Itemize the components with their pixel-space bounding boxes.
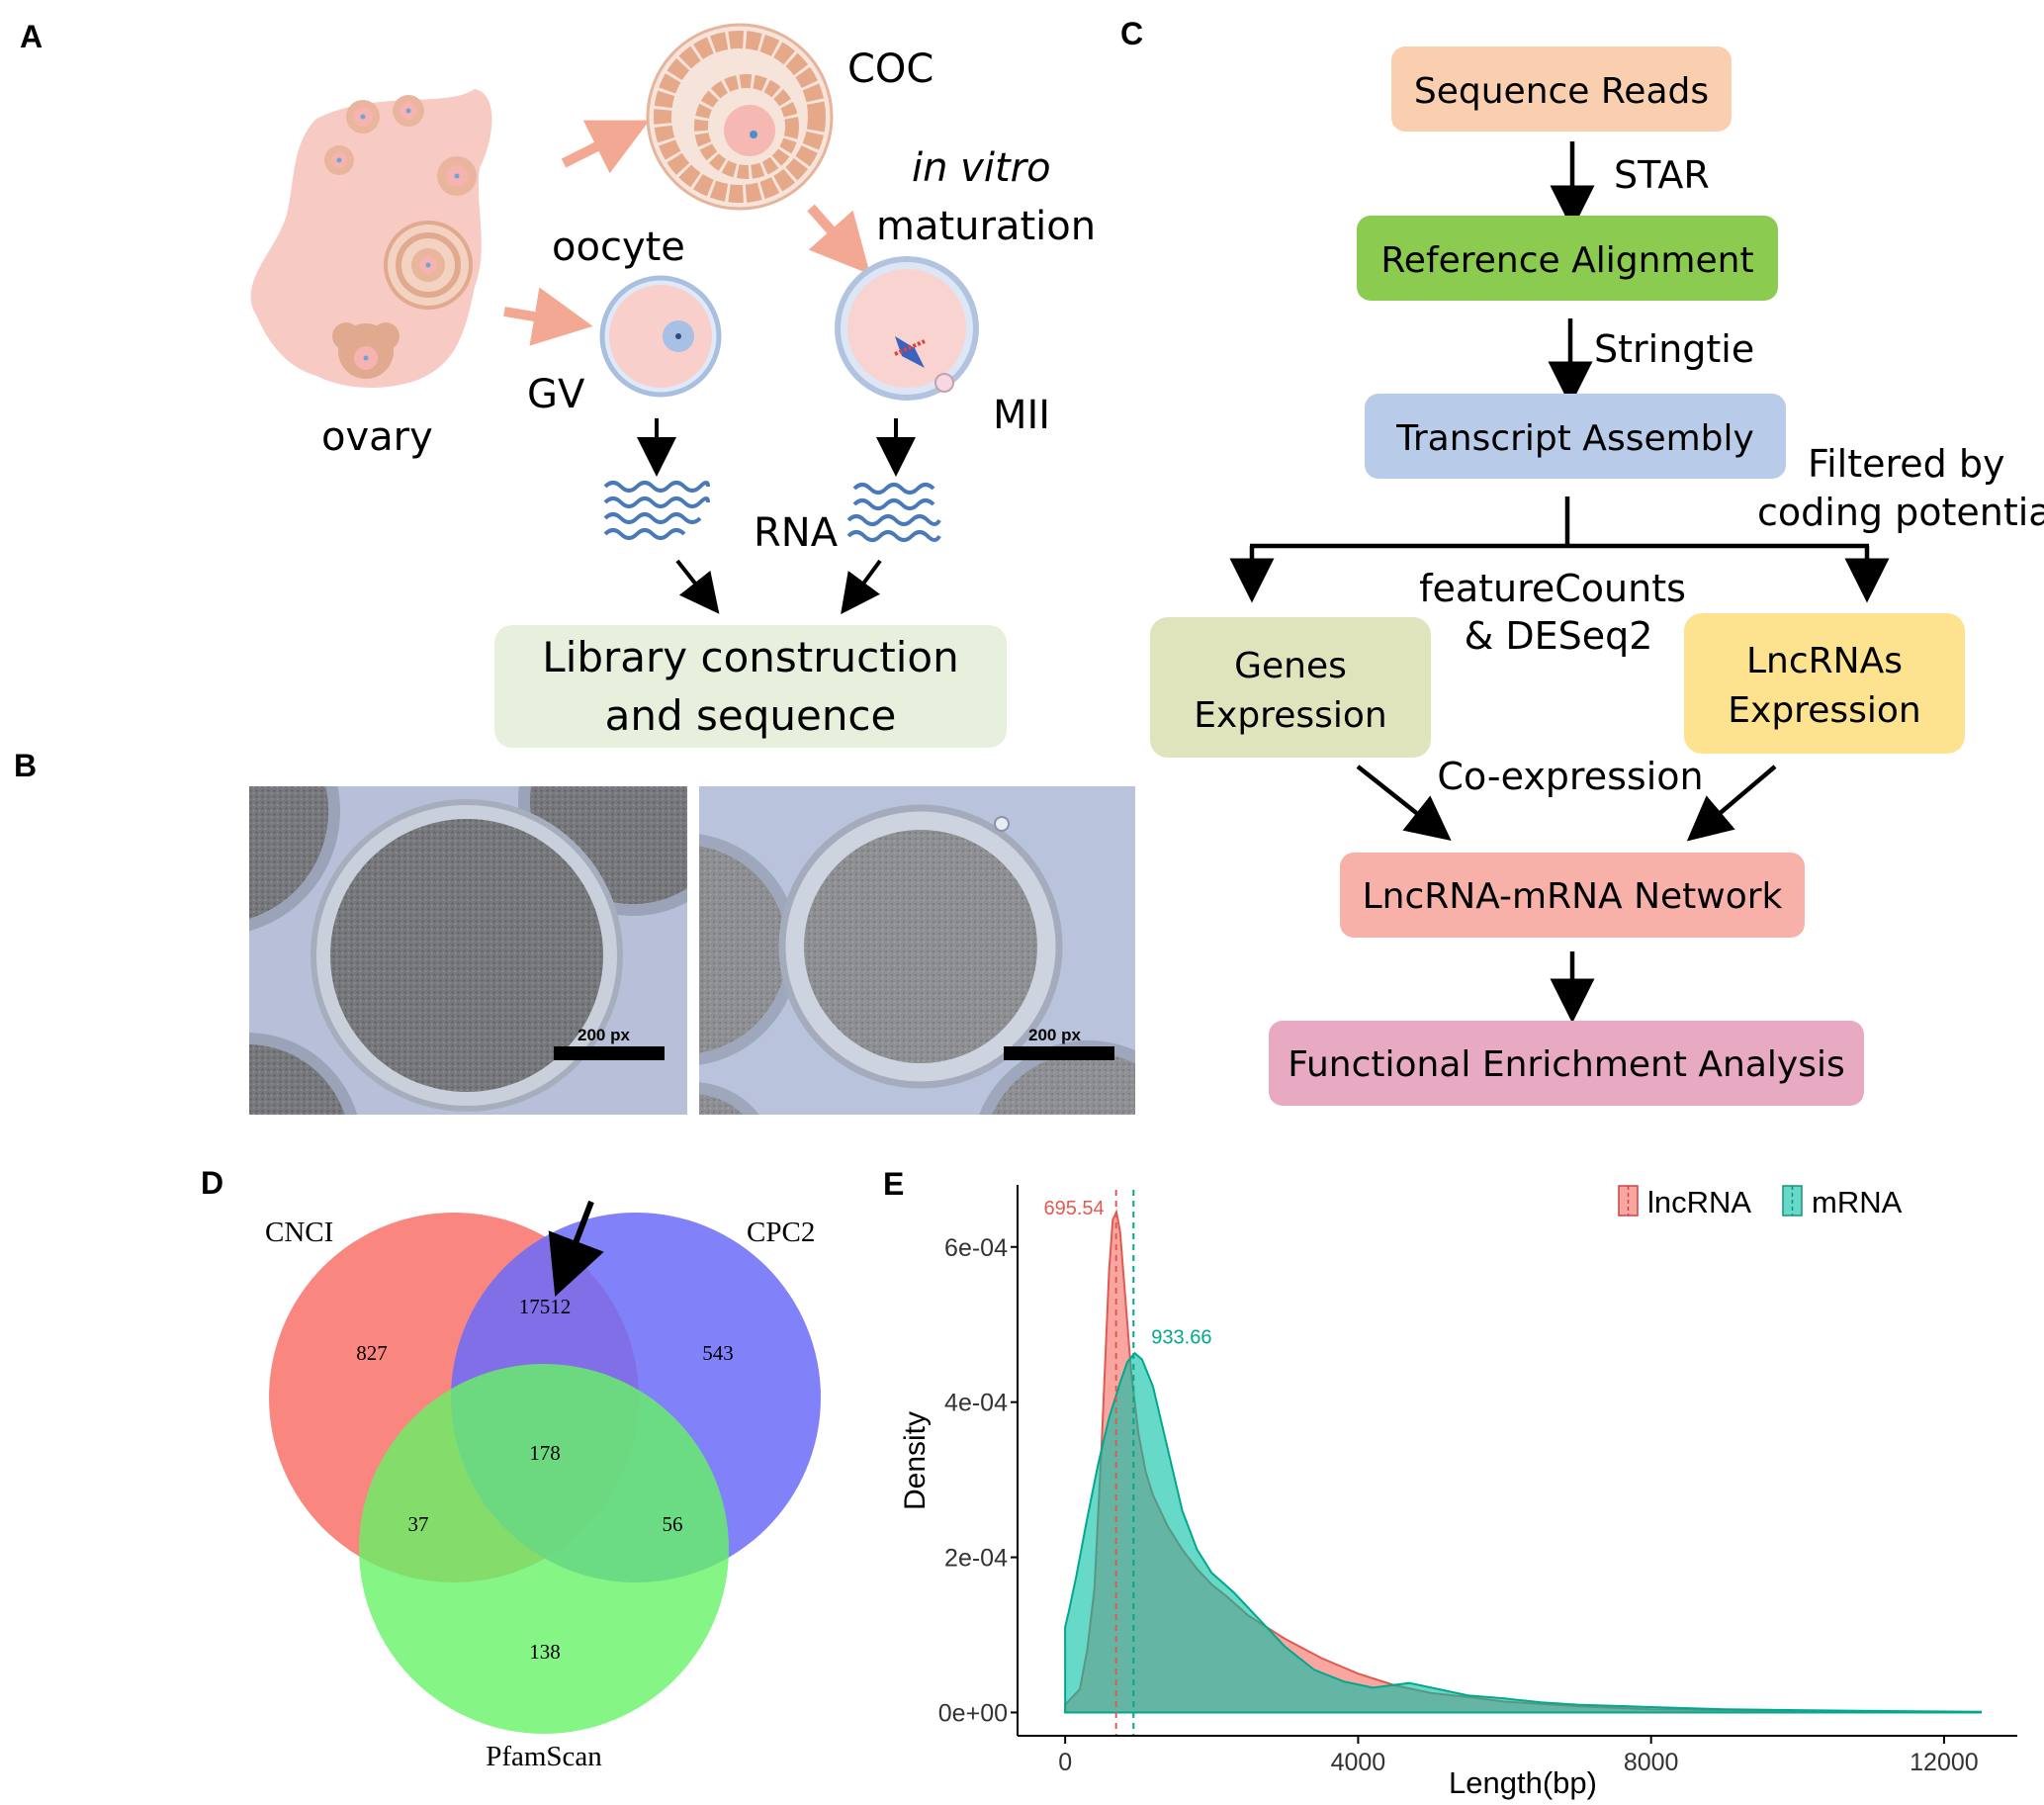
oocyte-label: oocyte — [552, 225, 685, 270]
gv-label: GV — [527, 372, 585, 417]
y-tick-label: 0e+00 — [938, 1699, 1008, 1727]
gv-oocyte-illustration — [599, 275, 722, 398]
panel-a: ovary COC in vitro maturation oocyte GV — [250, 23, 1096, 748]
library-construction-box — [494, 625, 1007, 748]
venn-set-pfamscan: PfamScan — [486, 1741, 602, 1772]
arrow-to-mii — [807, 204, 870, 275]
reference-alignment-box — [1357, 216, 1778, 301]
y-tick-label: 2e-04 — [944, 1545, 1008, 1573]
panel-d-venn: CNCI CPC2 PfamScan 827 17512 543 178 37 … — [265, 1200, 821, 1772]
star-label: STAR — [1614, 153, 1710, 197]
lncrnas-expression-line-2: Expression — [1728, 690, 1920, 731]
legend: lncRNA mRNA — [1618, 1185, 1903, 1219]
arrow-lncrnas-to-network — [1686, 765, 1777, 842]
venn-region-cpc2-pfam: 56 — [663, 1512, 683, 1536]
median-label-lncrna: 695.54 — [1043, 1198, 1104, 1219]
deseq2-label: & DESeq2 — [1465, 614, 1653, 658]
sequence-reads-label: Sequence Reads — [1414, 71, 1709, 112]
venn-region-all-three: 178 — [529, 1441, 561, 1465]
legend-item-mrna: mRNA — [1782, 1185, 1903, 1219]
scale-bar-label-left: 200 px — [578, 1026, 630, 1044]
transcript-assembly-label: Transcript Assembly — [1395, 418, 1754, 459]
reference-alignment-label: Reference Alignment — [1380, 240, 1753, 281]
arrow-genes-to-network — [1356, 765, 1452, 841]
arrow-to-coc — [561, 120, 650, 174]
venn-region-cnci-only: 827 — [356, 1341, 388, 1365]
x-tick-label: 4000 — [1331, 1749, 1386, 1776]
venn-set-cnci: CNCI — [265, 1217, 333, 1248]
venn-region-cnci-pfam: 37 — [408, 1512, 429, 1536]
venn-set-cpc2: CPC2 — [747, 1217, 815, 1248]
arrow-rna-left — [675, 559, 720, 614]
library-line-1: Library construction — [542, 633, 958, 681]
coc-illustration — [646, 23, 834, 211]
panel-c: Sequence Reads STAR Reference Alignment … — [1150, 46, 2044, 1106]
median-lines — [1114, 1190, 1135, 1736]
genes-expression-line-2: Expression — [1194, 695, 1386, 736]
venn-circle-pfamscan — [359, 1364, 729, 1734]
rna-wave-icon-left — [603, 481, 710, 540]
legend-label-mrna: mRNA — [1812, 1185, 1903, 1219]
micrograph-mii: 200 px — [699, 786, 1135, 1115]
legend-item-lncrna: lncRNA — [1618, 1185, 1751, 1219]
density-areas — [1064, 1209, 1983, 1714]
genes-expression-line-1: Genes — [1234, 646, 1347, 686]
lncrnas-expression-line-1: LncRNAs — [1746, 641, 1903, 681]
functional-enrichment-label: Functional Enrichment Analysis — [1288, 1044, 1845, 1085]
scale-bar-label-right: 200 px — [1028, 1026, 1081, 1044]
legend-label-lncrna: lncRNA — [1647, 1185, 1751, 1219]
panel-b: 200 px 200 px — [249, 786, 1135, 1115]
rna-wave-icon-right — [846, 483, 941, 542]
venn-pointer-arrow — [548, 1200, 604, 1298]
lncrnas-expression-box — [1684, 613, 1965, 754]
sequence-reads-box — [1391, 46, 1732, 132]
x-tick-label: 0 — [1058, 1749, 1072, 1776]
x-tick-label: 8000 — [1624, 1749, 1679, 1776]
ovary-label: ovary — [321, 414, 433, 460]
micrograph-gv: 200 px — [249, 786, 687, 1115]
coding-potential-label: coding potential — [1757, 491, 2044, 534]
mii-label: MII — [993, 393, 1050, 438]
y-ticks: 0e+00 2e-04 4e-04 6e-04 — [938, 1234, 1018, 1727]
x-axis-title: Length(bp) — [1449, 1765, 1597, 1800]
functional-enrichment-box — [1269, 1021, 1864, 1106]
venn-region-cnci-cpc2: 17512 — [519, 1295, 572, 1318]
rna-label: RNA — [754, 510, 839, 556]
network-box — [1340, 853, 1805, 938]
x-tick-label: 12000 — [1910, 1749, 1979, 1776]
transcript-assembly-box — [1365, 394, 1786, 479]
maturation-label: maturation — [876, 204, 1096, 249]
y-tick-label: 6e-04 — [944, 1234, 1008, 1262]
mii-oocyte-illustration — [835, 256, 979, 401]
panel-label-a: A — [20, 19, 43, 54]
panel-label-b: B — [14, 748, 37, 783]
density-area-mrna — [1064, 1351, 1983, 1714]
follicle-icon — [324, 95, 477, 379]
coc-label: COC — [847, 46, 933, 92]
panel-e-chart: 0e+00 2e-04 4e-04 6e-04 0 4000 8000 12000 Dens… — [899, 1185, 2017, 1800]
network-label: LncRNA-mRNA Network — [1363, 876, 1783, 917]
arrow-rna-right — [841, 559, 882, 615]
y-axis-title: Density — [899, 1411, 932, 1510]
venn-region-cpc2-only: 543 — [702, 1341, 734, 1365]
featurecounts-label: featureCounts — [1419, 567, 1686, 610]
x-ticks: 0 4000 8000 12000 — [1058, 1736, 1979, 1776]
filtered-by-label: Filtered by — [1808, 442, 2004, 486]
coexpression-label: Co-expression — [1437, 755, 1703, 798]
genes-expression-box — [1150, 617, 1431, 758]
median-label-mrna: 933.66 — [1151, 1327, 1211, 1349]
arrow-to-oocyte — [503, 287, 593, 346]
panel-label-d: D — [201, 1165, 223, 1201]
venn-region-pfam-only: 138 — [529, 1640, 561, 1664]
y-tick-label: 4e-04 — [944, 1390, 1008, 1417]
panel-label-e: E — [883, 1166, 904, 1202]
panel-label-c: C — [1120, 16, 1143, 51]
in-vitro-label: in vitro — [912, 145, 1051, 191]
stringtie-label: Stringtie — [1594, 327, 1754, 371]
library-line-2: and sequence — [605, 691, 897, 740]
ovary-illustration — [250, 89, 492, 388]
